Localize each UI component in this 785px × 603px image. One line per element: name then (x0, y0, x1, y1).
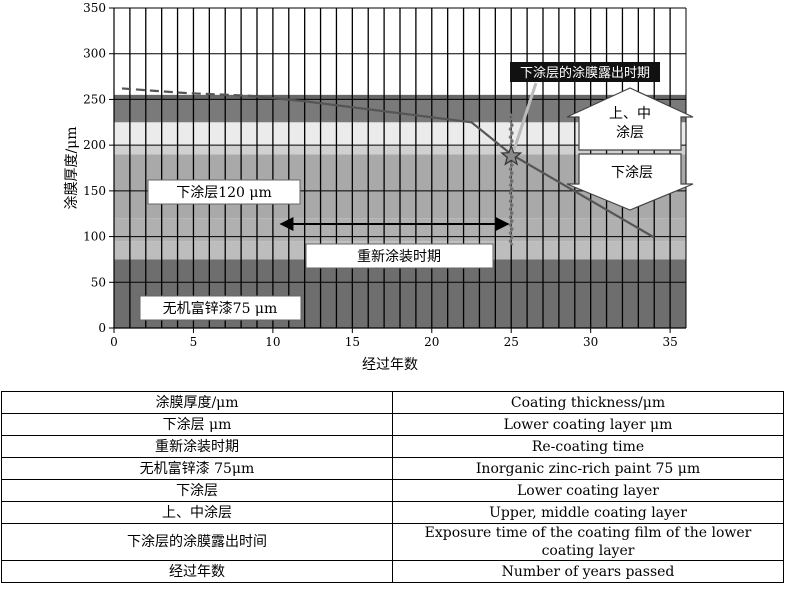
x-tick-label: 25 (504, 335, 519, 349)
table-cell-english: Lower coating layer μm (392, 413, 784, 436)
coating-thickness-chart: 0 50 100 150 200 250 300 350 0 5 10 15 20 25 30 35 经过年数 涂… (64, 1, 694, 373)
y-tick-label: 350 (83, 1, 106, 15)
lower-coating-arrow-label: 下涂层 (611, 165, 653, 181)
table-cell-english: Lower coating layer (392, 479, 784, 502)
table-cell-english: Re-coating time (392, 435, 784, 458)
table-cell-english: Coating thickness/μm (392, 391, 784, 414)
exposure-marker-line (508, 112, 514, 246)
table-cell-chinese: 无机富锌漆 75μm (1, 457, 393, 480)
table-cell-chinese: 下涂层 (1, 479, 393, 502)
x-axis-label: 经过年数 (362, 357, 418, 373)
y-tick-label: 0 (98, 321, 106, 335)
table-cell-chinese: 下涂层 μm (1, 413, 393, 436)
table-cell-chinese: 上、中涂层 (1, 501, 393, 524)
exposure-callout-box (510, 62, 660, 82)
exposure-star-marker (500, 144, 523, 166)
lower-layer-label: 下涂层120 μm (176, 185, 272, 201)
table-cell-english: Upper, middle coating layer (392, 501, 784, 524)
upper-middle-label-line2: 涂层 (616, 125, 644, 141)
zinc-layer-label-box (139, 295, 302, 321)
y-tick-label: 200 (83, 138, 106, 152)
y-axis-label: 涂膜厚度/μm (64, 126, 80, 209)
series-line-solid (248, 94, 655, 239)
table-cell-english: Number of years passed (392, 560, 784, 583)
x-tick-label: 20 (424, 335, 439, 349)
recoat-label: 重新涂装时期 (357, 249, 441, 265)
lower-coating-arrow (566, 153, 694, 211)
y-tick-label: 300 (83, 47, 106, 61)
table-cell-chinese: 经过年数 (1, 560, 393, 583)
table-cell-chinese: 下涂层的涂膜露出时间 (1, 523, 393, 561)
x-tick-label: 10 (265, 335, 280, 349)
x-tick-label: 35 (662, 335, 677, 349)
x-tick-label: 0 (110, 335, 118, 349)
recoat-label-box (305, 243, 494, 269)
lower-layer-label-box (147, 179, 301, 205)
x-tick-label: 15 (345, 335, 360, 349)
y-tick-label: 250 (83, 92, 106, 106)
upper-middle-label-line1: 上、中 (609, 106, 651, 122)
exposure-callout-pointer (512, 82, 538, 151)
table-cell-chinese: 涂膜厚度/μm (1, 391, 393, 414)
y-tick-label: 150 (83, 184, 106, 198)
x-tick-label: 5 (190, 335, 198, 349)
zinc-layer-label: 无机富锌漆75 μm (163, 300, 278, 317)
y-tick-label: 50 (91, 275, 106, 289)
tick-labels: 0 50 100 150 200 250 300 350 0 5 10 15 20 25 30 35 经过年数 涂… (64, 1, 678, 373)
table-cell-english: Inorganic zinc-rich paint 75 μm (392, 457, 784, 480)
y-tick-label: 100 (83, 230, 106, 244)
upper-middle-arrow (566, 87, 694, 151)
series-line-dashed (121, 87, 250, 97)
series-lines (121, 87, 655, 239)
exposure-callout-text: 下涂层的涂膜露出时期 (520, 65, 650, 81)
table-cell-english: Exposure time of the coating film of the… (392, 523, 784, 561)
x-tick-label: 30 (583, 335, 598, 349)
table-cell-chinese: 重新涂装时期 (1, 435, 393, 458)
